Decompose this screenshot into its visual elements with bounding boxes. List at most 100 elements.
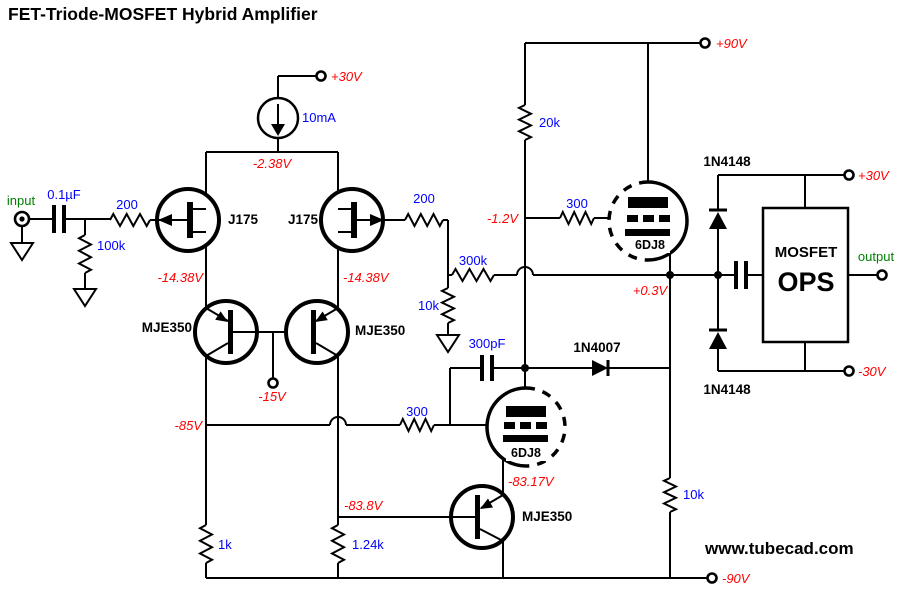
capacitors	[52, 205, 748, 381]
resistor-300k	[451, 267, 495, 283]
tube-top-plate	[628, 197, 668, 208]
resistor-1k	[197, 524, 215, 564]
jfet1-label: J175	[228, 212, 259, 227]
jfet-1	[150, 187, 221, 253]
pnp-3	[449, 484, 515, 550]
cap-300pf-value: 300pF	[469, 336, 506, 351]
resistor-10k-out	[661, 477, 679, 513]
labels: FET-Triode-MOSFET Hybrid Amplifier www.t…	[7, 4, 895, 586]
pnp-1	[193, 299, 311, 365]
junction-clamp-node	[714, 271, 722, 279]
diode-1n4148-top	[709, 208, 727, 229]
tube-top-cathode	[625, 229, 670, 236]
schematic-title: FET-Triode-MOSFET Hybrid Amplifier	[8, 4, 318, 24]
v-plus90: +90V	[716, 36, 748, 51]
ground-shunt	[72, 288, 98, 308]
r-300k-value: 300k	[459, 253, 488, 268]
jfet-2	[319, 187, 385, 253]
junction-plate-node	[521, 364, 529, 372]
resistor-10k-gnd	[439, 287, 457, 324]
diode-1n4148-bot-label: 1N4148	[703, 382, 751, 397]
v-minus90: -90V	[722, 571, 751, 586]
r-grid-bot-value: 300	[406, 404, 428, 419]
pnp3-emitter-arrow	[480, 498, 493, 509]
ground-10k	[435, 334, 461, 354]
pnp1-emitter-arrow	[215, 311, 228, 322]
r-10k-gnd-value: 10k	[418, 298, 439, 313]
pnp2-emitter-arrow	[315, 311, 328, 322]
tube-bot-plate	[506, 406, 546, 417]
r-20k-value: 20k	[539, 115, 560, 130]
pnp-2	[284, 299, 350, 365]
output-coupling-cap	[734, 261, 748, 289]
r-10k-out-value: 10k	[683, 487, 704, 502]
terminal-minus30-ops	[843, 365, 855, 377]
r-1p24k-value: 1.24k	[352, 537, 384, 552]
jfet2-gate-arrow	[370, 214, 384, 226]
resistor-input-shunt	[76, 234, 94, 274]
input-cap	[52, 205, 66, 233]
resistor-grid-bot	[399, 416, 435, 434]
ops-label-line1: MOSFET	[775, 244, 838, 261]
diode-1n4007-label: 1N4007	[573, 340, 620, 355]
v-plus30-ops: +30V	[858, 168, 890, 183]
terminal-minus90	[706, 572, 718, 584]
input-jack	[13, 210, 31, 228]
jfet2-label: J175	[288, 212, 319, 227]
input-shunt-value: 100k	[97, 238, 126, 253]
v-cathode-bot: -83.17V	[508, 474, 555, 489]
current-source	[256, 96, 300, 140]
terminal-plus30-ops	[843, 169, 855, 181]
pnp1-label: MJE350	[142, 320, 192, 335]
website-watermark: www.tubecad.com	[704, 539, 854, 558]
tube-top-label: 6DJ8	[635, 238, 665, 252]
r-gate1-value: 200	[116, 197, 138, 212]
diode-1n4148-bottom	[709, 328, 727, 349]
jfet1-gate-arrow	[158, 214, 172, 226]
output-label: output	[858, 249, 895, 264]
comp-cap-300pf	[480, 355, 494, 381]
mosfet-ops-block: MOSFET OPS	[761, 206, 850, 344]
ground-symbols	[9, 242, 461, 354]
diodes	[592, 208, 727, 376]
r-gate2-value: 200	[413, 191, 435, 206]
terminal-minus15	[267, 377, 279, 389]
v-base-bot: -83.8V	[344, 498, 384, 513]
current-arrow-down	[271, 124, 285, 136]
diode-1n4148-top-label: 1N4148	[703, 154, 751, 169]
v-minus30-ops: -30V	[858, 364, 887, 379]
terminal-output	[876, 269, 888, 281]
v-cathode-top: +0.3V	[633, 283, 669, 298]
v-drain1: -14.38V	[157, 270, 204, 285]
resistor-1p24k	[329, 524, 347, 564]
resistors	[76, 104, 679, 564]
v-minus15: -15V	[258, 389, 287, 404]
tube-bot-cathode	[503, 435, 548, 442]
pnp2-label: MJE350	[355, 323, 405, 338]
junction-cathode-node	[666, 271, 674, 279]
tube-bot-label: 6DJ8	[511, 446, 541, 460]
r-1k-value: 1k	[218, 537, 232, 552]
v-drain2: -14.38V	[343, 270, 390, 285]
input-cap-value: 0.1µF	[47, 187, 81, 202]
v-grid-top: -1.2V	[487, 211, 519, 226]
r-grid-top-value: 300	[566, 196, 588, 211]
v-plus30-cs: +30V	[331, 69, 363, 84]
v-source-node: -2.38V	[253, 156, 293, 171]
resistor-gate1	[109, 211, 151, 229]
tube-top: 6DJ8	[607, 180, 689, 262]
pnp3-label: MJE350	[522, 509, 572, 524]
terminals	[13, 37, 888, 584]
input-label: input	[7, 193, 36, 208]
v-tail: -85V	[175, 418, 204, 433]
ops-label-line2: OPS	[777, 267, 834, 297]
cs-current-value: 10mA	[302, 110, 336, 125]
ground-input	[9, 242, 35, 262]
diode-1n4007	[592, 360, 610, 376]
tube-bottom: 6DJ8	[485, 386, 567, 468]
terminal-plus90	[699, 37, 711, 49]
resistor-20k	[516, 104, 534, 141]
resistor-grid-top	[559, 209, 595, 227]
